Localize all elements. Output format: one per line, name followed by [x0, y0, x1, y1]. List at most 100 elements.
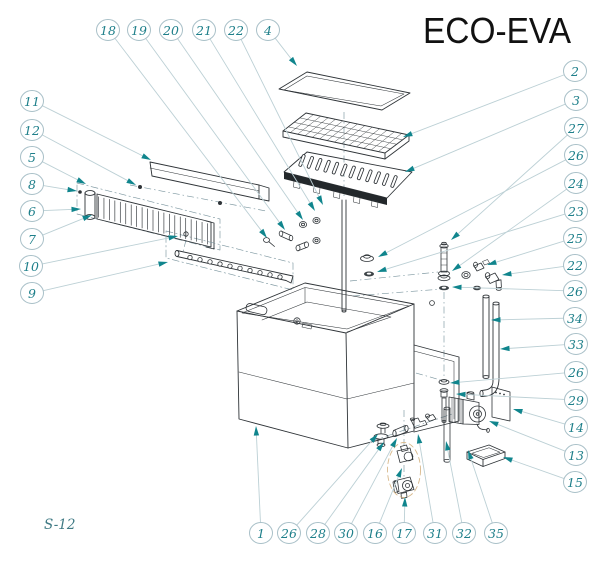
leader-arrowhead — [403, 131, 413, 137]
balloon-number: 5 — [28, 150, 36, 165]
leader-arrowhead — [445, 441, 451, 451]
callout-20-2: 20 — [159, 19, 303, 220]
leader-line — [461, 286, 564, 292]
balloon-number: 18 — [100, 23, 116, 38]
leader-line — [413, 103, 566, 169]
leader-arrowhead — [489, 421, 499, 427]
balloon-circle — [20, 90, 44, 112]
callout-6-10: 6 — [20, 200, 81, 222]
callout-30-33: 30 — [334, 438, 397, 544]
grid-line — [371, 131, 395, 151]
balloon-number: 15 — [567, 475, 583, 490]
balloon-number: 26 — [566, 284, 583, 299]
leader-arrowhead — [456, 391, 466, 398]
balloon-circle — [363, 522, 387, 544]
balloon-number: 30 — [338, 526, 354, 541]
callout-16-34: 16 — [363, 468, 402, 544]
grid-line — [293, 122, 398, 145]
leader-arrowhead — [468, 450, 474, 460]
evaporator-plate — [283, 151, 413, 208]
fastener-set — [263, 217, 321, 252]
grid-line — [363, 130, 388, 149]
balloon-number: 23 — [567, 204, 584, 219]
leader-line — [509, 344, 565, 349]
leader-line — [42, 161, 78, 181]
leader-line — [411, 74, 565, 135]
pump-discharge-tube — [341, 199, 347, 313]
balloon-number: 14 — [568, 420, 584, 435]
callout-25-20: 25 — [487, 227, 587, 265]
nut — [312, 217, 321, 224]
ice-curtain — [76, 182, 221, 251]
leader-arrowhead — [416, 434, 423, 444]
bracket-screw — [138, 185, 142, 189]
spray-nozzle — [227, 263, 233, 269]
leader-line — [465, 394, 565, 400]
o-ring — [461, 271, 471, 279]
balloon-circle — [96, 19, 120, 41]
leader-arrowhead — [513, 409, 523, 415]
balloon-number: 24 — [567, 176, 584, 191]
leader-arrowhead — [316, 195, 323, 205]
spray-nozzle — [257, 270, 263, 276]
leader-arrowhead — [405, 165, 415, 172]
leader-arrowhead — [71, 206, 81, 213]
leader-line — [457, 134, 568, 234]
balloon-circle — [306, 522, 330, 544]
leader-arrowhead — [259, 228, 267, 238]
callout-19-1: 19 — [127, 19, 285, 230]
leader-line — [43, 208, 72, 212]
balloon-number: 26 — [567, 148, 584, 163]
pipe-elbow — [410, 417, 428, 429]
flange-nut — [360, 255, 374, 262]
balloon-number: 22 — [566, 258, 583, 273]
grid-line — [327, 122, 351, 141]
spray-nozzle — [277, 274, 283, 280]
balloon-circle — [564, 89, 588, 111]
leader-arrowhead — [491, 317, 501, 323]
leader-arrowhead — [82, 215, 92, 221]
grid-line — [341, 125, 365, 144]
leader-line — [470, 458, 493, 524]
balloon-circle — [423, 522, 447, 544]
spray-nozzle — [247, 267, 253, 274]
leader-line — [511, 265, 564, 275]
callout-22-4: 22 — [224, 19, 323, 205]
inlet-cap — [439, 388, 449, 393]
callout-21-3: 21 — [192, 19, 315, 211]
leader-line — [43, 185, 68, 190]
balloon-circle — [392, 522, 416, 544]
balloon-circle — [564, 172, 588, 194]
leader-arrowhead — [295, 210, 303, 220]
tank-clip — [245, 303, 268, 316]
balloon-circle — [20, 119, 44, 141]
leader-line — [43, 263, 159, 292]
leader-line — [522, 411, 566, 425]
leader-line — [419, 443, 434, 523]
balloon-number: 25 — [566, 231, 583, 246]
callout-27-16: 27 — [451, 117, 588, 240]
callout-26-17: 26 — [378, 144, 588, 257]
balloon-circle — [564, 416, 588, 438]
hose-coupler — [393, 425, 408, 437]
vent-slot-inner — [315, 158, 322, 170]
callout-34-23: 34 — [491, 307, 587, 329]
callout-26-31: 26 — [277, 434, 378, 544]
leader-line — [240, 39, 320, 197]
callout-18-0: 18 — [96, 19, 267, 238]
leader-arrowhead — [369, 434, 378, 443]
balloon-number: 31 — [427, 526, 443, 541]
balloon-number: 4 — [263, 23, 272, 38]
grid-line — [312, 119, 336, 138]
balloon-circle — [224, 19, 248, 41]
centerlines — [129, 112, 453, 480]
vent-slot-inner — [374, 172, 381, 184]
vent-slot-inner — [332, 162, 339, 174]
vent-slot-inner — [307, 156, 314, 168]
balloon-number: 19 — [131, 23, 147, 38]
leader-line — [500, 317, 564, 321]
balloon-circle — [563, 254, 587, 276]
leader-line — [447, 450, 463, 523]
leader-arrowhead — [307, 201, 315, 211]
callout-4-5: 4 — [256, 19, 297, 66]
